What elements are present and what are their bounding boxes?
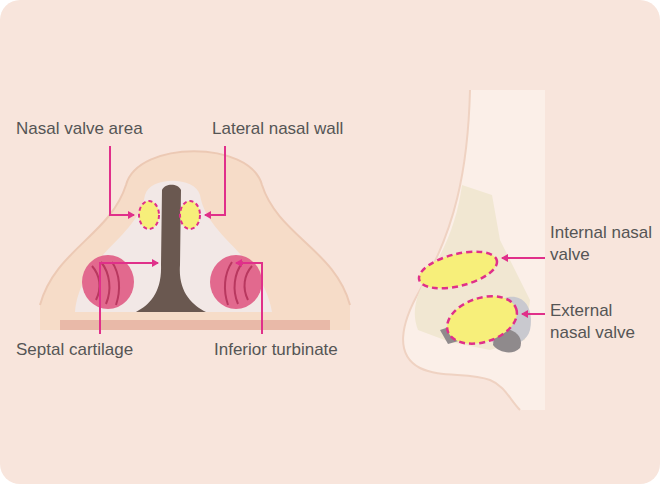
part-label: Lateral nasal wall [212,118,343,140]
part-label: Inferior turbinate [214,339,338,361]
part-label: Nasal valve area [16,118,143,140]
part-label: External nasal valve [550,300,654,344]
part-label: Internal nasal valve [550,222,654,266]
part-label: Septal cartilage [16,339,133,361]
